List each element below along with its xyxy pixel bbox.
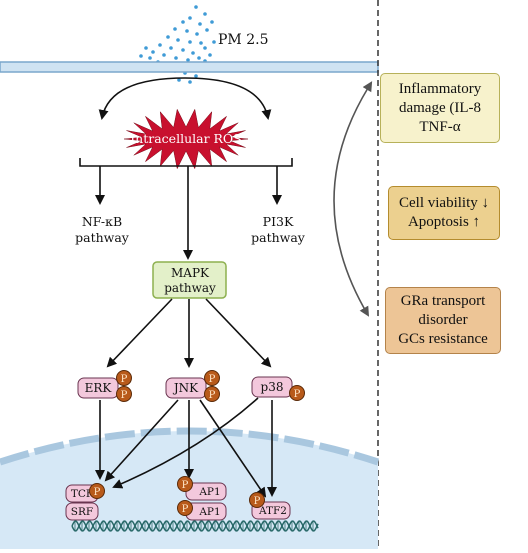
phospho-circle: P bbox=[204, 386, 220, 402]
jnk-box bbox=[165, 377, 207, 399]
phospho-label: P bbox=[294, 389, 301, 400]
arrow-jnk-tcf bbox=[104, 399, 179, 482]
pm25-particle bbox=[194, 5, 198, 9]
ap1-top-label: AP1 bbox=[198, 486, 220, 498]
outcome-viability-box: Cell viability ↓ Apoptosis ↑ bbox=[388, 186, 500, 240]
pm25-particle bbox=[212, 40, 216, 44]
pm25-particle bbox=[177, 78, 181, 82]
arrow-mapk-p38 bbox=[205, 298, 272, 368]
pm25-particle bbox=[174, 56, 178, 60]
pm25-particle bbox=[181, 20, 185, 24]
phospho-circle: P bbox=[89, 483, 105, 499]
pm25-particle bbox=[203, 46, 207, 50]
phospho-label: P bbox=[121, 390, 128, 401]
viability-line-1: Cell viability ↓ bbox=[399, 195, 489, 211]
pm25-particle bbox=[188, 80, 192, 84]
pm25-particle bbox=[181, 48, 185, 52]
mapk-pathway-label: pathway bbox=[164, 281, 216, 295]
pm25-particle bbox=[194, 74, 198, 78]
pm25-particle bbox=[148, 56, 152, 60]
pm25-particle bbox=[186, 58, 190, 62]
ap1-bottom-label: AP1 bbox=[198, 506, 220, 518]
ros-label: Intracellular ROS bbox=[130, 131, 242, 146]
phospho-label: P bbox=[94, 487, 101, 498]
ros-right-curve-arrow bbox=[184, 77, 272, 120]
pm25-particle bbox=[173, 27, 177, 31]
phospho-circle: P bbox=[116, 370, 132, 386]
pi3k-pathway-label: pathway bbox=[251, 230, 306, 245]
phospho-circle: P bbox=[116, 386, 132, 402]
tcf-label: TCF bbox=[71, 488, 93, 500]
srf-label: SRF bbox=[71, 506, 93, 518]
nfkb-pathway-label: pathway bbox=[75, 230, 130, 245]
erk-label: ERK bbox=[85, 381, 113, 395]
pm25-particle bbox=[199, 41, 203, 45]
phospho-label: P bbox=[182, 504, 189, 515]
pm25-particle bbox=[188, 40, 192, 44]
dna-strand bbox=[71, 520, 319, 532]
phospho-circle: P bbox=[249, 492, 265, 508]
jnk-label: JNK bbox=[172, 381, 199, 395]
viability-line-2: Apoptosis ↑ bbox=[407, 214, 481, 230]
arrow-mapk-erk bbox=[106, 298, 173, 368]
gr-line-1: GRa transport bbox=[400, 293, 486, 309]
ros-left-curve-arrow bbox=[98, 77, 186, 120]
ros-starburst bbox=[123, 108, 249, 170]
gr-line-3: GCs resistance bbox=[398, 331, 488, 347]
pm25-particle bbox=[158, 43, 162, 47]
phospho-circle: P bbox=[289, 385, 305, 401]
srf-box bbox=[65, 502, 99, 521]
inflammation-line-3: TNF-α bbox=[419, 118, 461, 135]
phospho-circle: P bbox=[177, 500, 193, 516]
p38-label: p38 bbox=[261, 380, 284, 394]
dna-helix bbox=[71, 520, 319, 532]
arrow-jnk-atf2 bbox=[199, 399, 267, 498]
pm25-particle bbox=[176, 38, 180, 42]
pm25-particles bbox=[139, 5, 216, 84]
gr-line-2: disorder bbox=[418, 312, 468, 328]
phospho-label: P bbox=[121, 374, 128, 385]
mapk-label: MAPK bbox=[171, 266, 210, 280]
pm25-particle bbox=[144, 46, 148, 50]
mapk-box bbox=[152, 261, 227, 299]
pm25-particle bbox=[205, 28, 209, 32]
ros-bracket bbox=[79, 158, 293, 167]
pm25-particle bbox=[208, 53, 212, 57]
pm25-particle bbox=[203, 12, 207, 16]
dna-strand bbox=[71, 520, 319, 532]
phospho-label: P bbox=[209, 390, 216, 401]
pm25-particle bbox=[151, 50, 155, 54]
cell-membrane bbox=[0, 61, 379, 73]
pm25-particle bbox=[166, 35, 170, 39]
pm25-particle bbox=[210, 20, 214, 24]
pm25-particle bbox=[188, 16, 192, 20]
outcome-inflammation-box: Inflammatory damage (IL-8 TNF-α bbox=[380, 73, 500, 143]
pm25-particle bbox=[195, 32, 199, 36]
pm25-particle bbox=[185, 29, 189, 33]
outcome-double-arrow bbox=[333, 81, 373, 317]
pm25-particle bbox=[162, 53, 166, 57]
phospho-label: P bbox=[254, 496, 261, 507]
phospho-label: P bbox=[182, 480, 189, 491]
nfkb-label: NF-κB bbox=[82, 214, 122, 229]
pm25-particle bbox=[139, 54, 143, 58]
outcome-gr-box: GRa transport disorder GCs resistance bbox=[385, 287, 501, 354]
atf2-label: ATF2 bbox=[258, 505, 287, 517]
inflammation-line-2: damage (IL-8 bbox=[398, 99, 482, 116]
phospho-circle: P bbox=[177, 476, 193, 492]
pm25-particle bbox=[191, 51, 195, 55]
arrow-p38-tcf bbox=[112, 397, 259, 489]
pm25-label: PM 2.5 bbox=[218, 32, 268, 48]
inflammation-line-1: Inflammatory bbox=[398, 80, 482, 97]
phospho-circle: P bbox=[204, 370, 220, 386]
pm25-particle bbox=[169, 46, 173, 50]
pm25-particle bbox=[198, 22, 202, 26]
erk-box bbox=[77, 377, 119, 399]
phospho-label: P bbox=[209, 374, 216, 385]
pm25-particle bbox=[197, 56, 201, 60]
pi3k-label: PI3K bbox=[263, 214, 294, 229]
